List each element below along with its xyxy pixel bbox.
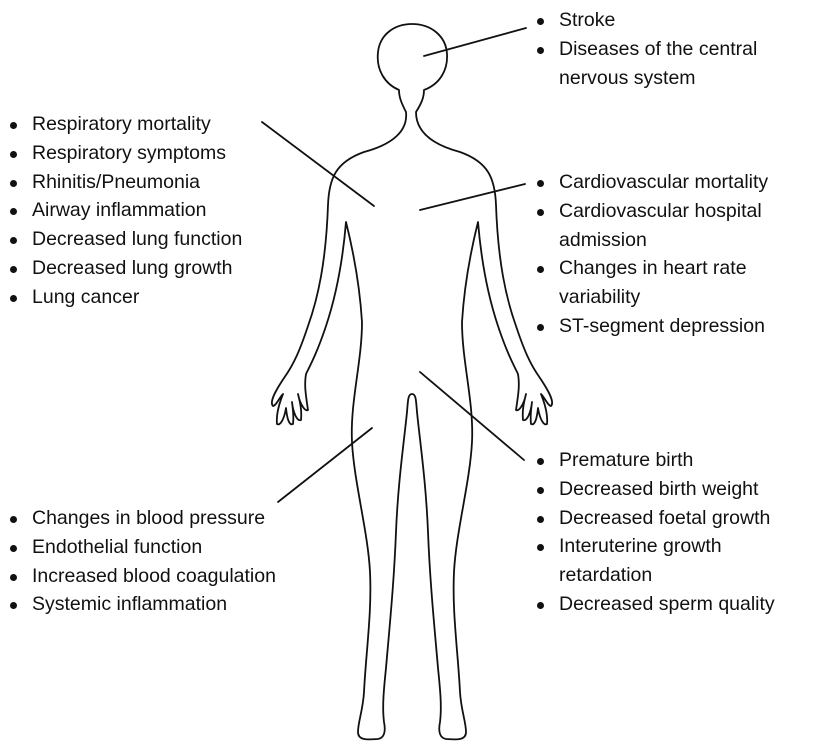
list-item: Interuterine growth retardation [533, 532, 775, 590]
list-item: Rhinitis/Pneumonia [6, 168, 242, 197]
list-item: ST-segment depression [533, 312, 768, 341]
head-effects-list: Stroke Diseases of the central nervous s… [533, 6, 757, 92]
list-item: Decreased sperm quality [533, 590, 775, 619]
list-item: Decreased foetal growth [533, 504, 775, 533]
list-item: Premature birth [533, 446, 775, 475]
body-outline [272, 24, 552, 739]
list-item: Diseases of the central nervous system [533, 35, 757, 93]
list-item: Stroke [533, 6, 757, 35]
list-item: Decreased lung growth [6, 254, 242, 283]
list-item: Cardiovascular mortality [533, 168, 768, 197]
list-item: Changes in blood pressure [6, 504, 276, 533]
list-item: Changes in heart rate variability [533, 254, 768, 312]
pointer-head [424, 28, 526, 56]
list-item: Decreased lung function [6, 225, 242, 254]
blood-effects-list: Changes in blood pressure Endothelial fu… [6, 504, 276, 619]
list-item: Lung cancer [6, 283, 242, 312]
pointer-lungs [262, 122, 374, 206]
pointer-heart [420, 184, 525, 210]
list-item: Systemic inflammation [6, 590, 276, 619]
list-item: Increased blood coagulation [6, 562, 276, 591]
list-item: Cardiovascular hospital admission [533, 197, 768, 255]
cardiovascular-effects-list: Cardiovascular mortality Cardiovascular … [533, 168, 768, 341]
respiratory-effects-list: Respiratory mortality Respiratory sympto… [6, 110, 242, 312]
list-item: Decreased birth weight [533, 475, 775, 504]
list-item: Endothelial function [6, 533, 276, 562]
list-item: Respiratory symptoms [6, 139, 242, 168]
list-item: Airway inflammation [6, 196, 242, 225]
list-item: Respiratory mortality [6, 110, 242, 139]
reproductive-effects-list: Premature birth Decreased birth weight D… [533, 446, 775, 619]
